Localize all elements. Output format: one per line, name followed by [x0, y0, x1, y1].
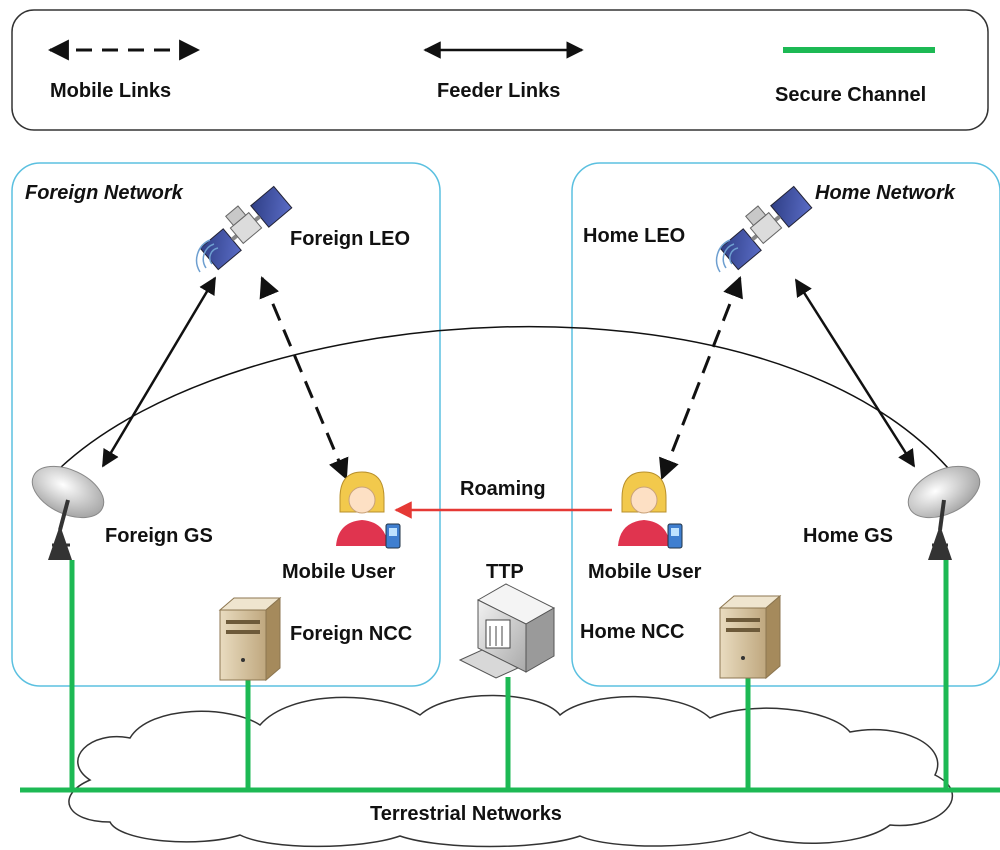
legend-secure-channel: Secure Channel: [775, 84, 926, 106]
home-ncc-server-icon: [718, 594, 782, 680]
secure-channel-lines: [20, 560, 1000, 793]
home-leo-label: Home LEO: [583, 225, 685, 247]
foreign-mobile-user-icon: [336, 471, 401, 549]
home-gs-dish-icon: [907, 465, 981, 560]
foreign-satellite-signal-icon: [195, 239, 219, 273]
home-mobile-user-icon: [618, 471, 683, 549]
ttp-server-icon: [458, 583, 556, 679]
legend-box: Mobile Links Feeder Links Secure Channel: [11, 9, 989, 131]
legend-mobile-links: Mobile Links: [50, 80, 171, 102]
foreign-ncc-server-icon: [218, 596, 282, 682]
home-mobile-user-label: Mobile User: [588, 561, 702, 583]
legend-feeder-links: Feeder Links: [437, 80, 560, 102]
home-satellite-signal-icon: [715, 239, 739, 273]
foreign-leo-label: Foreign LEO: [290, 228, 410, 250]
terrestrial-networks-label: Terrestrial Networks: [370, 803, 562, 825]
foreign-network-box: [11, 162, 441, 687]
foreign-gs-label: Foreign GS: [105, 525, 213, 547]
roaming-label: Roaming: [460, 478, 546, 500]
home-mobile-link: [659, 276, 743, 480]
cloud-icon: [68, 694, 954, 848]
gs-to-gs-arc: [59, 325, 949, 469]
foreign-mobile-user-label: Mobile User: [282, 561, 396, 583]
foreign-gs-dish-icon: [31, 465, 105, 560]
foreign-network-title: Foreign Network: [25, 182, 184, 204]
home-gs-label: Home GS: [803, 525, 893, 547]
home-ncc-label: Home NCC: [580, 621, 684, 643]
home-network-box: [571, 162, 1000, 687]
foreign-feeder-link: [101, 276, 217, 468]
foreign-ncc-label: Foreign NCC: [290, 623, 412, 645]
ttp-label: TTP: [486, 561, 524, 583]
home-feeder-link: [794, 278, 916, 468]
foreign-mobile-link: [259, 276, 349, 480]
home-network-title: Home Network: [815, 182, 956, 204]
